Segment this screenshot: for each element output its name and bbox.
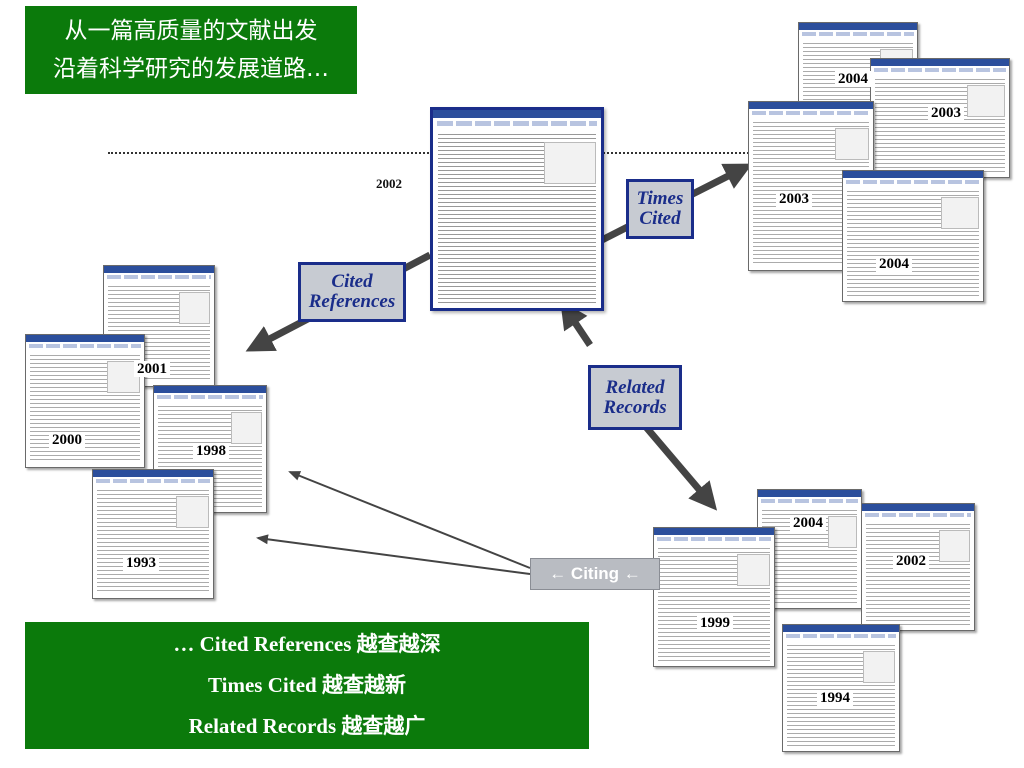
year-label: 2003 xyxy=(928,105,964,121)
times-cited-label-line: Times xyxy=(636,188,684,209)
year-label: 2002 xyxy=(893,553,929,569)
citing-arrow-upper xyxy=(288,471,531,569)
related-records-label-line: Related xyxy=(605,376,665,398)
year-label: 1999 xyxy=(697,615,733,631)
year-label: 1994 xyxy=(817,690,853,706)
year-label: 1993 xyxy=(123,555,159,571)
record-thumbnail xyxy=(842,170,984,302)
year-label: 2004 xyxy=(790,515,826,531)
record-thumbnail xyxy=(870,58,1010,178)
year-label: 1998 xyxy=(193,443,229,459)
citing-label: ← Citing ← xyxy=(530,558,660,590)
record-thumbnail xyxy=(92,469,214,599)
citing-arrow-lower xyxy=(256,534,531,575)
related-records-label-line: Records xyxy=(603,396,667,418)
record-thumbnail xyxy=(653,527,775,667)
year-label: 2003 xyxy=(776,191,812,207)
year-label: 2004 xyxy=(835,71,871,87)
bottom-banner-line-3: Related Records 越查越广 xyxy=(188,714,426,738)
times-cited-label-line: Cited xyxy=(639,208,681,229)
record-thumbnail xyxy=(861,503,975,631)
year-label: 2001 xyxy=(134,361,170,377)
year-label: 2000 xyxy=(49,432,85,448)
bottom-banner: … Cited References 越查越深 Times Cited 越查越新… xyxy=(25,622,589,749)
main-record-thumbnail xyxy=(430,107,604,311)
record-thumbnail xyxy=(782,624,900,752)
bottom-banner-line-1: … Cited References 越查越深 xyxy=(173,632,441,656)
times-cited-label: Times Cited xyxy=(626,179,694,239)
related-records-arrow-down xyxy=(637,417,718,511)
cited-references-label-line: Cited xyxy=(331,271,373,292)
year-label: 2004 xyxy=(876,256,912,272)
cited-references-label-line: References xyxy=(308,291,396,312)
record-thumbnail xyxy=(25,334,145,468)
main-record-year: 2002 xyxy=(376,176,402,191)
related-records-arrow-up xyxy=(560,300,593,347)
related-records-label: Related Records xyxy=(588,365,682,430)
bottom-banner-line-2: Times Cited 越查越新 xyxy=(208,673,406,697)
top-banner-line-2: 沿着科学研究的发展道路… xyxy=(53,56,329,82)
top-banner-line-1: 从一篇高质量的文献出发 xyxy=(64,18,318,44)
top-banner: 从一篇高质量的文献出发 沿着科学研究的发展道路… xyxy=(25,6,357,94)
cited-references-label: Cited References xyxy=(298,262,406,322)
